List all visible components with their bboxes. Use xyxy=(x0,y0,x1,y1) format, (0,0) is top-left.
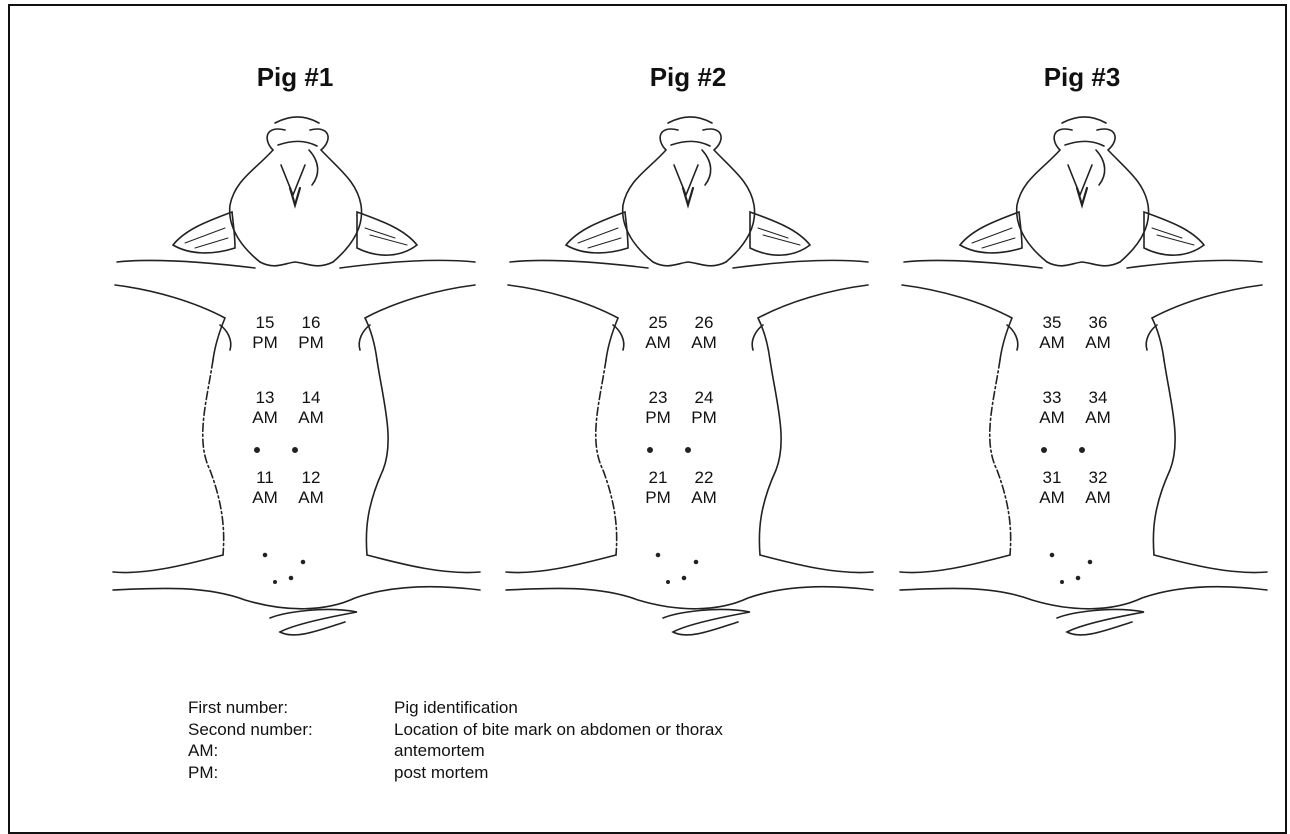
bite-state: AM xyxy=(686,333,722,353)
bite-state: PM xyxy=(247,333,283,353)
bite-number: 12 xyxy=(293,468,329,488)
bite-state: AM xyxy=(247,408,283,428)
legend-description: Location of bite mark on abdomen or thor… xyxy=(394,719,723,741)
bite-number: 26 xyxy=(686,313,722,333)
pig-panel-2: Pig #2 xyxy=(488,0,888,640)
legend-term: PM: xyxy=(188,762,394,784)
bite-number: 32 xyxy=(1080,468,1116,488)
legend-description: post mortem xyxy=(394,762,488,784)
bite-number: 15 xyxy=(247,313,283,333)
bite-state: AM xyxy=(686,488,722,508)
bite-state: AM xyxy=(1080,488,1116,508)
pig-panel-3: Pig #3 xyxy=(882,0,1282,640)
bite-number: 36 xyxy=(1080,313,1116,333)
bite-state: AM xyxy=(1034,488,1070,508)
bite-number: 11 xyxy=(247,468,283,488)
bite-number: 35 xyxy=(1034,313,1070,333)
bite-state: PM xyxy=(293,333,329,353)
legend-term: AM: xyxy=(188,740,394,762)
bite-number: 22 xyxy=(686,468,722,488)
bite-number: 25 xyxy=(640,313,676,333)
bite-state: AM xyxy=(293,488,329,508)
legend-term: Second number: xyxy=(188,719,394,741)
bite-state: PM xyxy=(640,488,676,508)
legend-row: PM: post mortem xyxy=(188,762,723,784)
legend-term: First number: xyxy=(188,697,394,719)
legend-row: AM: antemortem xyxy=(188,740,723,762)
legend: First number: Pig identification Second … xyxy=(188,697,723,783)
bite-state: AM xyxy=(293,408,329,428)
bite-number: 34 xyxy=(1080,388,1116,408)
bite-state: AM xyxy=(1034,408,1070,428)
legend-row: First number: Pig identification xyxy=(188,697,723,719)
legend-description: Pig identification xyxy=(394,697,518,719)
bite-state: AM xyxy=(640,333,676,353)
bite-state: AM xyxy=(1080,333,1116,353)
bite-number: 14 xyxy=(293,388,329,408)
bite-state: PM xyxy=(640,408,676,428)
bite-state: AM xyxy=(1034,333,1070,353)
bite-number: 13 xyxy=(247,388,283,408)
bite-number: 23 xyxy=(640,388,676,408)
pig-panel-1: Pig #1 xyxy=(95,0,495,640)
bite-number: 33 xyxy=(1034,388,1070,408)
legend-description: antemortem xyxy=(394,740,485,762)
legend-row: Second number: Location of bite mark on … xyxy=(188,719,723,741)
bite-number: 24 xyxy=(686,388,722,408)
bite-number: 21 xyxy=(640,468,676,488)
bite-number: 31 xyxy=(1034,468,1070,488)
bite-state: AM xyxy=(247,488,283,508)
bite-number: 16 xyxy=(293,313,329,333)
bite-state: PM xyxy=(686,408,722,428)
bite-state: AM xyxy=(1080,408,1116,428)
